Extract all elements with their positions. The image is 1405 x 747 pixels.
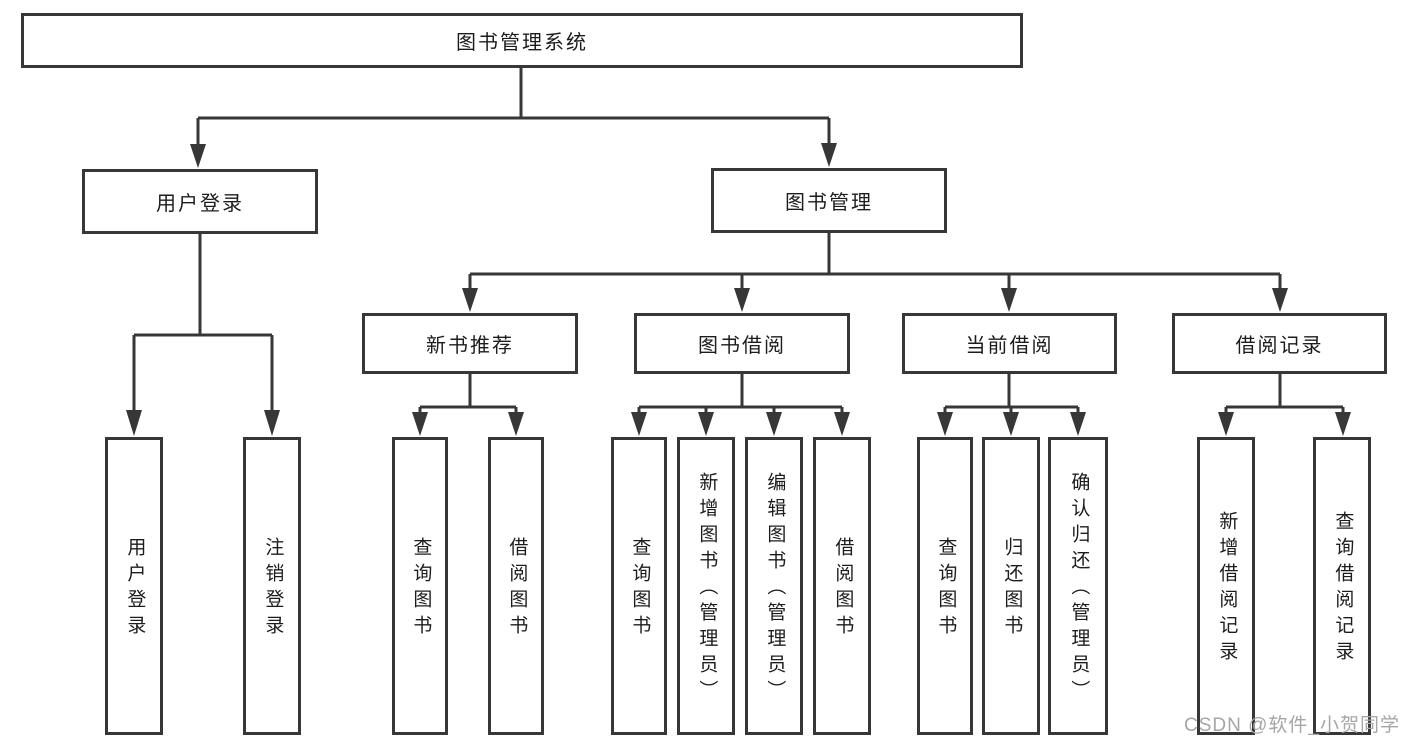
node-borrowing-records: 借阅记录 <box>1172 313 1387 374</box>
node-current-borrowing: 当前借阅 <box>902 313 1117 374</box>
node-user-login: 用户登录 <box>82 169 318 234</box>
node-book-borrowing: 图书借阅 <box>634 313 850 374</box>
leaf-add-books-admin: 新增图书（管理员） <box>677 437 735 735</box>
leaf-confirm-return-admin: 确认归还（管理员） <box>1048 437 1108 735</box>
leaf-logout: 注销登录 <box>243 437 301 735</box>
node-root-library-system: 图书管理系统 <box>21 13 1023 68</box>
leaf-return-books: 归还图书 <box>982 437 1040 735</box>
leaf-edit-books-admin: 编辑图书（管理员） <box>745 437 803 735</box>
node-book-management: 图书管理 <box>711 168 947 233</box>
leaf-borrow-books-recommend: 借阅图书 <box>488 437 544 735</box>
leaf-query-books-recommend: 查询图书 <box>392 437 448 735</box>
arrowheads <box>126 143 1351 436</box>
leaf-query-books-current: 查询图书 <box>917 437 973 735</box>
node-new-book-recommend: 新书推荐 <box>362 313 578 374</box>
leaf-add-borrow-record: 新增借阅记录 <box>1197 437 1255 735</box>
leaf-user-login: 用户登录 <box>105 437 163 735</box>
leaf-query-borrow-record: 查询借阅记录 <box>1313 437 1371 735</box>
leaf-borrow-books: 借阅图书 <box>813 437 871 735</box>
leaf-query-books-borrowing: 查询图书 <box>611 437 667 735</box>
csdn-watermark: CSDN @软件_小贺同学 <box>1184 715 1400 736</box>
